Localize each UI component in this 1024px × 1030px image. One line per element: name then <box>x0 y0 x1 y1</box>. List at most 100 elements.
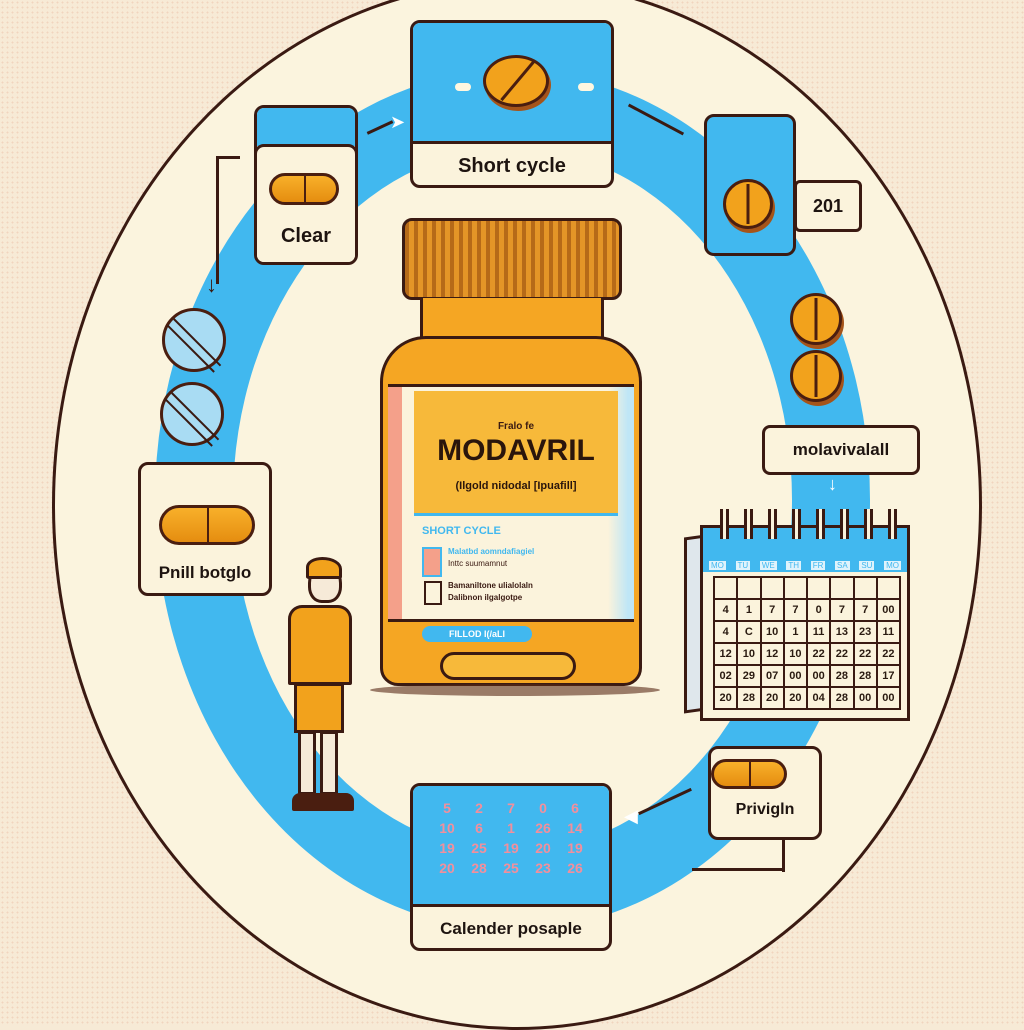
grid-number: 26 <box>535 820 551 836</box>
bottle-cycle-label: SHORT CYCLE <box>422 525 501 537</box>
person-shoes <box>292 793 354 811</box>
capsule-icon <box>711 759 787 789</box>
calendar-cell <box>784 578 808 600</box>
calendar-cell: 28 <box>854 666 878 688</box>
medicine-bottle: Fralo fe MODAVRIL (Ilgold nidodal [Ipuaf… <box>380 212 642 692</box>
person-figure <box>280 555 360 817</box>
day-header: MO <box>884 561 901 570</box>
person-leg-left <box>298 731 316 795</box>
calendar-spiral-rings <box>710 509 900 539</box>
label-line: Inttc suumamnut <box>448 559 508 568</box>
label-line: Dalibnon ilgalgotpe <box>448 593 523 602</box>
calendar-cell <box>831 578 855 600</box>
bottle-pills-inside <box>440 652 576 680</box>
arrow-left-icon: ◀ <box>624 806 638 826</box>
calendar-cell: 12 <box>715 644 739 666</box>
calendar-cell: 28 <box>831 666 855 688</box>
grid-number: 26 <box>567 860 583 876</box>
round-tablet-icon <box>723 179 773 229</box>
calendar-cell: 22 <box>808 644 832 666</box>
grid-number: 5 <box>443 800 451 816</box>
calendar-cell: 29 <box>738 666 762 688</box>
person-leg-right <box>320 731 338 795</box>
clear-label: Clear <box>280 225 332 247</box>
calendar-cell: 10 <box>738 644 762 666</box>
arrow-down-icon: ↓ <box>206 272 217 297</box>
molavivalall-label: molavivalall <box>792 440 890 459</box>
day-header: WE <box>759 561 777 570</box>
grid-number: 19 <box>503 840 519 856</box>
blue-tablet-upper-icon <box>162 308 226 372</box>
calendar-cell: 13 <box>831 622 855 644</box>
calendar-cell <box>715 578 739 600</box>
capsule-icon <box>269 173 339 205</box>
grid-number: 14 <box>567 820 583 836</box>
calendar-cell: 00 <box>808 666 832 688</box>
grid-number: 25 <box>503 860 519 876</box>
clear-card: Clear <box>254 105 358 265</box>
bottle-cap <box>402 218 622 300</box>
calendar-cell: 0 <box>808 600 832 622</box>
calendar-cell: 10 <box>784 644 808 666</box>
short-cycle-label: Short cycle <box>458 155 566 177</box>
tablet-upper-icon <box>790 293 842 345</box>
bottle-brand: MODAVRIL <box>437 434 595 467</box>
calendar-cell: 11 <box>877 622 901 644</box>
bottle-pill-badge: FILLOD I(/aLI <box>422 626 532 642</box>
arrow-down-left-tick <box>216 156 240 159</box>
grid-number: 20 <box>439 860 455 876</box>
calendar-day-headers: MO TU WE TH FR SA SU MO <box>709 561 901 570</box>
bottle-shadow <box>370 684 660 696</box>
grid-number: 7 <box>507 800 515 816</box>
label-line: Bamaniltone ulialolaln <box>448 581 533 590</box>
calendar-cell <box>738 578 762 600</box>
arrow-down-right-icon: ↓ <box>828 474 837 494</box>
connector-line <box>782 838 785 872</box>
bottle-subtitle: (Ilgold nidodal [Ipuafill] <box>455 480 577 492</box>
calendar-cell: 22 <box>854 644 878 666</box>
grid-number: 20 <box>535 840 551 856</box>
bottle-label: Fralo fe MODAVRIL (Ilgold nidodal [Ipuaf… <box>388 384 634 622</box>
grid-number: 10 <box>439 820 455 836</box>
person-shirt <box>288 605 352 685</box>
calendar-cell: 28 <box>831 688 855 710</box>
calendar-cell: 22 <box>831 644 855 666</box>
calendar-cell: 1 <box>784 622 808 644</box>
pill-bottle-label: Pnill botglo <box>158 563 252 582</box>
day-header: MO <box>709 561 726 570</box>
calendar-cell: 7 <box>761 600 785 622</box>
count-value: 201 <box>812 196 844 216</box>
dash-left-icon <box>455 83 471 91</box>
tablet-lower-icon <box>790 350 842 402</box>
grid-number: 6 <box>571 800 579 816</box>
grid-number: 23 <box>535 860 551 876</box>
calendar-cell: 4 <box>715 622 739 644</box>
privigln-label: Privigln <box>735 801 795 818</box>
calendar-cell: 00 <box>784 666 808 688</box>
label-line: Malatbd aomndafiagiel <box>448 547 535 556</box>
person-hair <box>306 557 342 579</box>
grid-number: 19 <box>567 840 583 856</box>
grid-number: 25 <box>471 840 487 856</box>
grid-number: 28 <box>471 860 487 876</box>
tablet-card <box>704 114 796 256</box>
calendar-cell <box>877 578 901 600</box>
calendar-cell: 7 <box>854 600 878 622</box>
pill-bottle-card: Pnill botglo <box>138 462 272 596</box>
day-header: SU <box>859 561 875 570</box>
person-shorts <box>294 683 344 733</box>
calendar-cell: 02 <box>715 666 739 688</box>
calendar-cell: 00 <box>877 600 901 622</box>
calendar-cell: 1 <box>738 600 762 622</box>
short-cycle-card: Short cycle <box>410 20 614 188</box>
connector-line-horizontal <box>692 868 785 871</box>
day-header: TH <box>786 561 802 570</box>
calendar-cell: 28 <box>738 688 762 710</box>
label-warning-icon <box>424 581 442 605</box>
calendar-cell: 4 <box>715 600 739 622</box>
calendar-cell: 22 <box>877 644 901 666</box>
arrow-head-icon: ➤ <box>390 112 406 132</box>
calendar-cell: 10 <box>761 622 785 644</box>
calendar-cell: 20 <box>784 688 808 710</box>
